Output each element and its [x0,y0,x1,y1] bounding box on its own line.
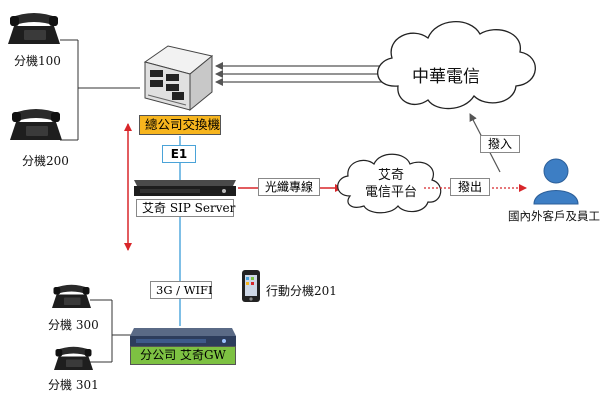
fiber-label: 光纖專線 [258,178,320,196]
carrier-label: 中華電信 [412,67,480,87]
phone-icon [8,13,60,44]
mobile-extension-label: 行動分機201 [266,284,337,298]
extension-301-label: 分機 301 [48,378,99,392]
dial-in-label: 撥入 [480,135,520,153]
hq-extension-bracket [60,39,140,141]
mobile-phone-icon [242,270,260,302]
phone-icon [52,284,91,308]
extension-100-label: 分機100 [14,54,61,68]
extension-300-label: 分機 300 [48,318,99,332]
gateway-label: 分公司 艾奇GW [130,346,236,365]
customers-label: 國內外客戶及員工 [508,209,600,223]
network-label: 3G / WIFI [150,281,213,299]
customer-person-icon [533,158,579,205]
phone-icon [10,109,62,140]
e1-label: E1 [162,145,196,163]
sip-server-label: 艾奇 SIP Server [136,199,235,217]
phone-icon [54,346,93,370]
server-icon [143,45,214,112]
hq-pbx-label: 總公司交換機 [139,115,221,135]
dial-out-label: 撥出 [450,178,490,196]
gateway-device-icon [130,328,236,346]
carrier-trunk-arrows [215,62,395,86]
platform-label: 艾奇 電信平台 [364,168,417,200]
carrier-cloud [377,21,536,110]
extension-200-label: 分機200 [22,154,69,168]
platform-cloud [337,153,442,214]
sip-server-rack-icon [134,180,236,196]
